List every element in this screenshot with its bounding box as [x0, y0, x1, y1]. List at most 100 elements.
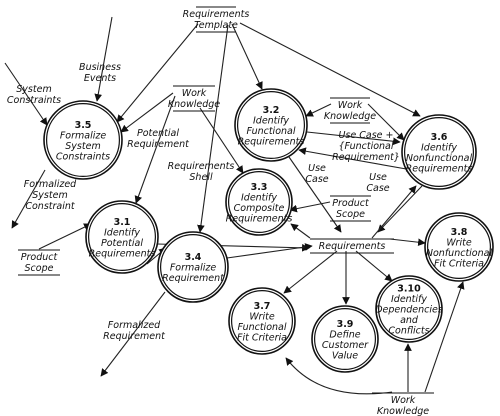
flow-label-line: Case — [366, 183, 389, 194]
flow-label-line: Business — [79, 62, 121, 73]
flow-3-4-to-req — [226, 243, 313, 259]
process-number: 3.9 — [337, 319, 354, 330]
process-label-line: Constraints — [56, 151, 110, 162]
store-label-line: Knowledge — [168, 99, 220, 110]
process-label-line: Formalize — [170, 263, 217, 274]
process-label-line: Customer — [322, 340, 369, 351]
process-outer-circle — [234, 88, 308, 162]
flow-label-line: Requirements — [168, 161, 235, 172]
flow-label-line: Use Case + — [339, 130, 394, 141]
flow-3-4-output — [100, 291, 166, 377]
process-label-line: Potential — [101, 238, 143, 249]
store-label-line: Template — [194, 20, 238, 31]
process-label-line: Formalize — [60, 130, 107, 141]
flow-label-line: System — [16, 84, 51, 95]
process-label-line: Nonfunctional — [406, 153, 473, 164]
process-inner-circle — [314, 308, 377, 371]
flow-potential-requirement — [134, 95, 176, 204]
process-inner-circle — [427, 215, 492, 280]
process-label-line: Define — [329, 329, 360, 340]
process-inner-circle — [231, 290, 294, 353]
process-label-line: Requirement — [162, 273, 225, 284]
process-outer-circle — [43, 100, 123, 180]
flow-req-to-3-6 — [371, 185, 417, 239]
store-label-line: Scope — [25, 263, 54, 274]
store-label-line: Product — [332, 198, 370, 209]
flow-arrows — [4, 16, 465, 395]
process-label-line: Nonfunctional — [426, 248, 493, 259]
process-number: 3.2 — [263, 105, 280, 116]
flow-req-to-3-3 — [290, 223, 311, 239]
flow-label-line: Shell — [189, 172, 213, 183]
process-outer-circle — [225, 168, 293, 236]
process-inner-circle — [87, 203, 157, 272]
flow-label-line: Requirement} — [332, 152, 400, 163]
flow-3-2-to-req — [288, 156, 342, 233]
store-label-line: Work — [338, 100, 363, 111]
process-number: 3.6 — [431, 132, 448, 143]
process-label-line: Identify — [421, 142, 457, 153]
process-inner-circle — [45, 102, 121, 178]
process-outer-circle — [85, 200, 159, 274]
flow-req-to-3-7 — [283, 250, 338, 294]
flow-work-knowledge-to-3-5 — [120, 92, 174, 133]
flow-label-line: Events — [84, 73, 116, 84]
flow-label-line: Use — [369, 172, 387, 183]
flow-req-to-3-8 — [389, 238, 426, 247]
flow-wk-to-3-8 — [424, 281, 465, 393]
flow-label-line: {Functional — [338, 141, 393, 152]
process-number: 3.8 — [451, 227, 468, 238]
process-label-line: Functional — [246, 126, 295, 137]
process-outer-circle — [228, 287, 296, 355]
process-inner-circle — [237, 90, 306, 160]
process-label-line: Identify — [391, 294, 427, 305]
process-bubbles: 3.5FormalizeSystemConstraints3.1Identify… — [43, 88, 494, 373]
data-store-req: Requirements — [310, 238, 394, 254]
flow-template-to-3-5 — [116, 23, 199, 123]
process-label-line: Identify — [241, 192, 277, 203]
process-outer-circle — [401, 114, 477, 190]
process-inner-circle — [160, 234, 227, 301]
process-label-line: Dependencies — [375, 305, 443, 316]
flow-use-case-plus — [306, 131, 401, 146]
flow-label-line: Constraint — [25, 201, 76, 212]
flow-label-line: Requirement — [127, 139, 190, 150]
process-label-line: Composite — [234, 203, 285, 214]
process-number: 3.1 — [114, 217, 131, 228]
store-label-line: Requirements — [183, 9, 250, 20]
flow-business-events — [94, 16, 113, 102]
flow-req-to-3-10 — [355, 250, 393, 282]
flow-work-knowledge-to-3-2 — [305, 103, 332, 117]
store-label-line: Knowledge — [377, 406, 429, 416]
process-inner-circle — [228, 171, 291, 234]
flow-product-scope-to-3-3 — [289, 201, 331, 213]
process-label-line: Requirements — [238, 136, 305, 147]
process-outer-circle — [424, 212, 494, 282]
process-label-line: and — [400, 315, 419, 326]
flow-label-line: Requirement — [103, 331, 166, 342]
process-outer-circle — [157, 231, 229, 303]
process-label-line: Write — [446, 237, 471, 248]
store-label-line: Scope — [336, 209, 365, 220]
process-number: 3.5 — [75, 120, 92, 131]
